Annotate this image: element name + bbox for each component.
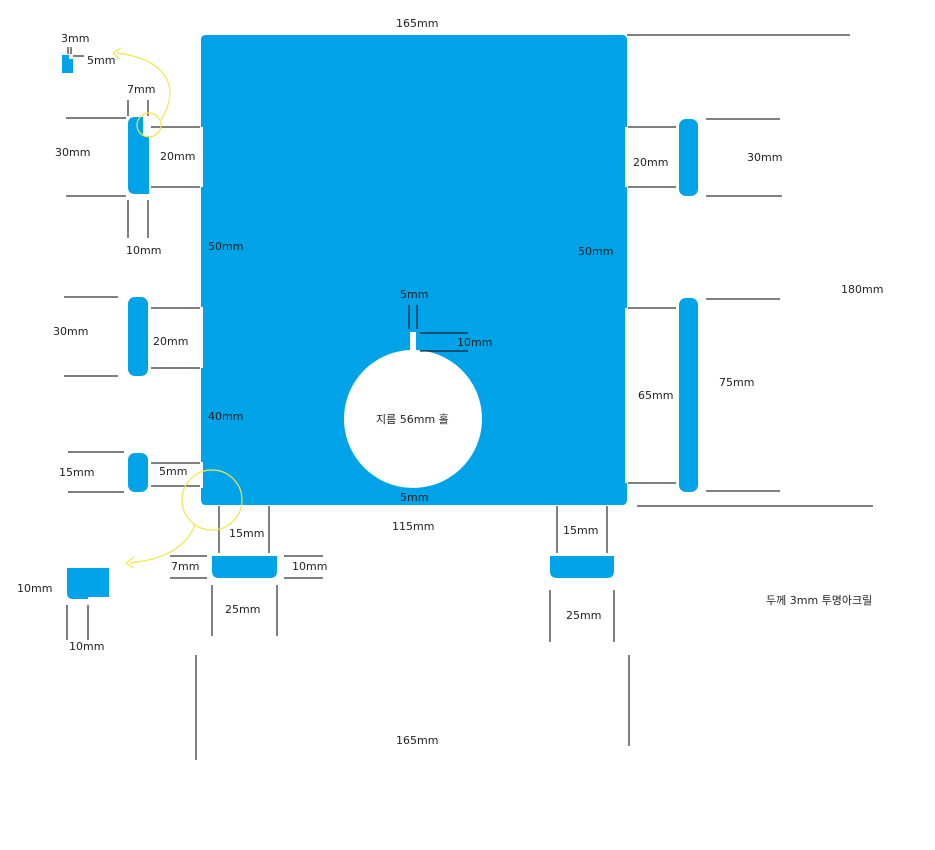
dim-left-tab3-height: 15mm xyxy=(59,466,95,479)
foot-right xyxy=(550,556,614,578)
dim-slot-depth: 10mm xyxy=(457,336,493,349)
main-panel xyxy=(201,35,627,505)
dim-hole-bottom-gap: 5mm xyxy=(400,491,429,504)
dim-left-span-lower: 40mm xyxy=(208,410,244,423)
dim-left-notch1: 20mm xyxy=(160,150,196,163)
right-tab-2 xyxy=(679,298,698,492)
foot-left xyxy=(212,556,277,578)
material-note: 두께 3mm 투명아크릴 xyxy=(766,594,873,607)
left-tab-1 xyxy=(128,117,149,194)
dim-bottom-right-notch: 15mm xyxy=(563,524,599,537)
dim-right-tab1-height: 30mm xyxy=(747,151,783,164)
blue-shapes xyxy=(62,35,698,599)
hole-label: 지름 56mm 홀 xyxy=(376,413,449,426)
dim-slot-width: 5mm xyxy=(400,288,429,301)
keyhole-hole xyxy=(343,332,482,488)
dim-foot-left-width: 25mm xyxy=(225,603,261,616)
dim-overall-height: 180mm xyxy=(841,283,884,296)
dim-corner-detail-height: 10mm xyxy=(17,582,53,595)
dim-right-notch2: 65mm xyxy=(638,389,674,402)
highlight-annotations xyxy=(112,47,243,569)
left-tab-3 xyxy=(128,453,148,492)
dimension-lines xyxy=(64,34,873,760)
dim-foot-right-width: 25mm xyxy=(566,609,602,622)
dim-left-tab1-height: 30mm xyxy=(55,146,91,159)
dim-bottom-inner: 115mm xyxy=(392,520,435,533)
dim-bottom-overall: 165mm xyxy=(396,734,439,747)
dim-right-notch1: 20mm xyxy=(633,156,669,169)
right-tab-1 xyxy=(679,119,698,196)
dim-top-width: 165mm xyxy=(396,17,439,30)
dim-left-notch3: 5mm xyxy=(159,465,188,478)
dim-left-span-upper: 50mm xyxy=(208,240,244,253)
dim-tiny-a: 3mm xyxy=(61,32,90,45)
tiny-detail-piece xyxy=(62,55,73,73)
dim-foot-right-offset: 10mm xyxy=(292,560,328,573)
dim-left-tab-top-width: 7mm xyxy=(127,83,156,96)
dim-left-tab2-height: 30mm xyxy=(53,325,89,338)
dim-left-tab-bottom-width: 10mm xyxy=(126,244,162,257)
dim-left-notch2: 20mm xyxy=(153,335,189,348)
dim-right-span-upper: 50mm xyxy=(578,245,614,258)
left-tab-2 xyxy=(128,297,148,376)
corner-detail-piece xyxy=(67,568,109,599)
dim-tiny-b: 5mm xyxy=(87,54,116,67)
dim-corner-detail-width: 10mm xyxy=(69,640,105,653)
dim-right-tab2-height: 75mm xyxy=(719,376,755,389)
dim-bottom-left-notch: 15mm xyxy=(229,527,265,540)
dim-foot-left-offset: 7mm xyxy=(171,560,200,573)
